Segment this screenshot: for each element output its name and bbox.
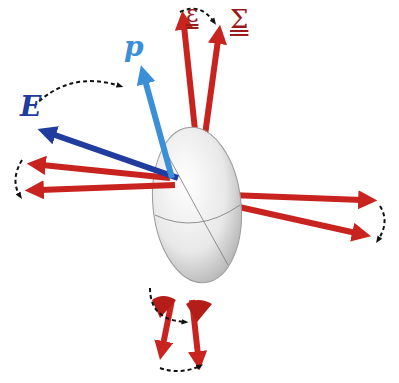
arrow-cones: [152, 296, 212, 322]
rotation-arcs: [15, 9, 384, 371]
red-arrows-front: [40, 165, 198, 355]
strain-symbol: ε: [186, 2, 198, 26]
polarization-symbol: p: [124, 33, 144, 61]
stress-symbol: Σ: [230, 6, 248, 32]
polarization-arrow: [145, 80, 172, 178]
field-symbol: E: [20, 93, 41, 121]
